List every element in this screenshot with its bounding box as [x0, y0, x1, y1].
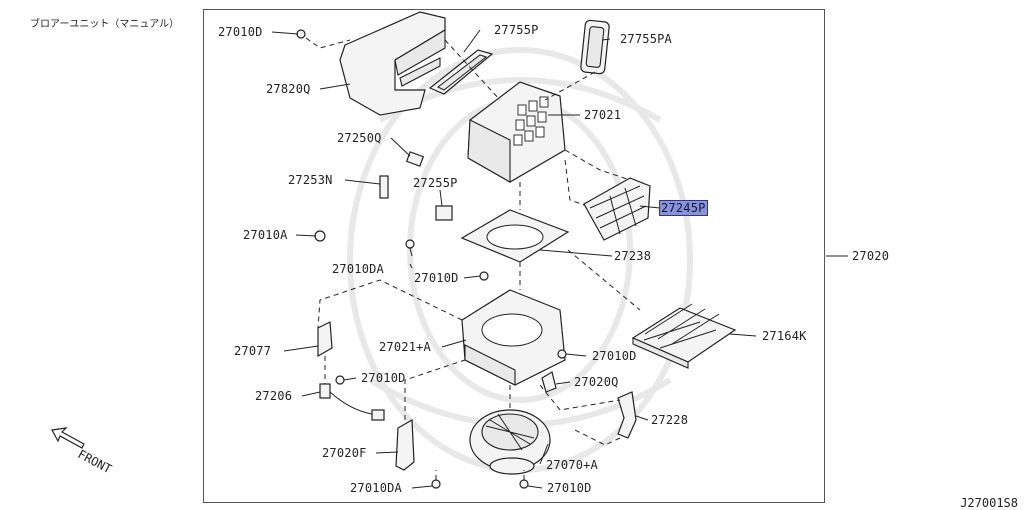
- part-label-27255P[interactable]: 27255P: [413, 176, 458, 190]
- part-label-27020Q[interactable]: 27020Q: [574, 375, 619, 389]
- leader-lines: [271, 29, 848, 489]
- part-label-27010D-bot[interactable]: 27010D: [547, 481, 592, 495]
- part-label-27010D-top[interactable]: 27010D: [218, 25, 263, 39]
- part-label-27238[interactable]: 27238: [614, 249, 652, 263]
- part-label-27021A[interactable]: 27021+A: [379, 340, 431, 354]
- door-27245P: [583, 177, 651, 241]
- diagram-title: ブロアーユニット（マニュアル）: [30, 19, 180, 30]
- gasket-27755P: [428, 49, 494, 95]
- part-label-27206[interactable]: 27206: [255, 389, 293, 403]
- duct-27228: [617, 391, 637, 439]
- front-arrow-icon: [51, 427, 85, 449]
- part-label-27010D-right[interactable]: 27010D: [592, 349, 637, 363]
- diagram-code: J27001S8: [960, 496, 1018, 510]
- part-label-27164K[interactable]: 27164K: [762, 329, 807, 343]
- part-label-27228[interactable]: 27228: [651, 413, 689, 427]
- part-label-27070A[interactable]: 27070+A: [546, 458, 598, 472]
- blower-motor-27070A: [469, 409, 551, 475]
- filter-frame-27238: [460, 209, 570, 263]
- part-label-27010D-mid[interactable]: 27010D: [414, 271, 459, 285]
- resistor-27077: [317, 321, 333, 358]
- small-parts: [296, 29, 567, 489]
- part-label-27010A[interactable]: 27010A: [243, 228, 288, 242]
- part-label-27010DA-bot[interactable]: 27010DA: [350, 481, 402, 495]
- bracket-27020F: [395, 418, 415, 471]
- part-label-27820Q[interactable]: 27820Q: [266, 82, 311, 96]
- part-label-27755P[interactable]: 27755P: [494, 23, 539, 37]
- gasket-27755PA: [580, 19, 610, 75]
- part-label-27010DA-mid[interactable]: 27010DA: [332, 262, 384, 276]
- filter-27164K: [631, 303, 737, 369]
- part-label-27021[interactable]: 27021: [584, 108, 622, 122]
- part-label-27755PA[interactable]: 27755PA: [620, 32, 672, 46]
- part-label-27250Q[interactable]: 27250Q: [337, 131, 382, 145]
- assembly-frame: [203, 9, 825, 503]
- part-label-27020[interactable]: 27020: [852, 249, 890, 263]
- intake-case-27021: [467, 81, 566, 183]
- part-label-27020F[interactable]: 27020F: [322, 446, 367, 460]
- blower-case-27021A: [461, 289, 566, 386]
- part-label-27253N[interactable]: 27253N: [288, 173, 333, 187]
- assembly-dashes: [305, 37, 641, 480]
- part-label-27010D-left[interactable]: 27010D: [361, 371, 406, 385]
- part-label-27077[interactable]: 27077: [234, 344, 272, 358]
- harness-27206: [319, 383, 385, 421]
- duct-27820Q: [339, 11, 446, 116]
- part-label-27245P-highlighted[interactable]: 27245P: [659, 200, 708, 216]
